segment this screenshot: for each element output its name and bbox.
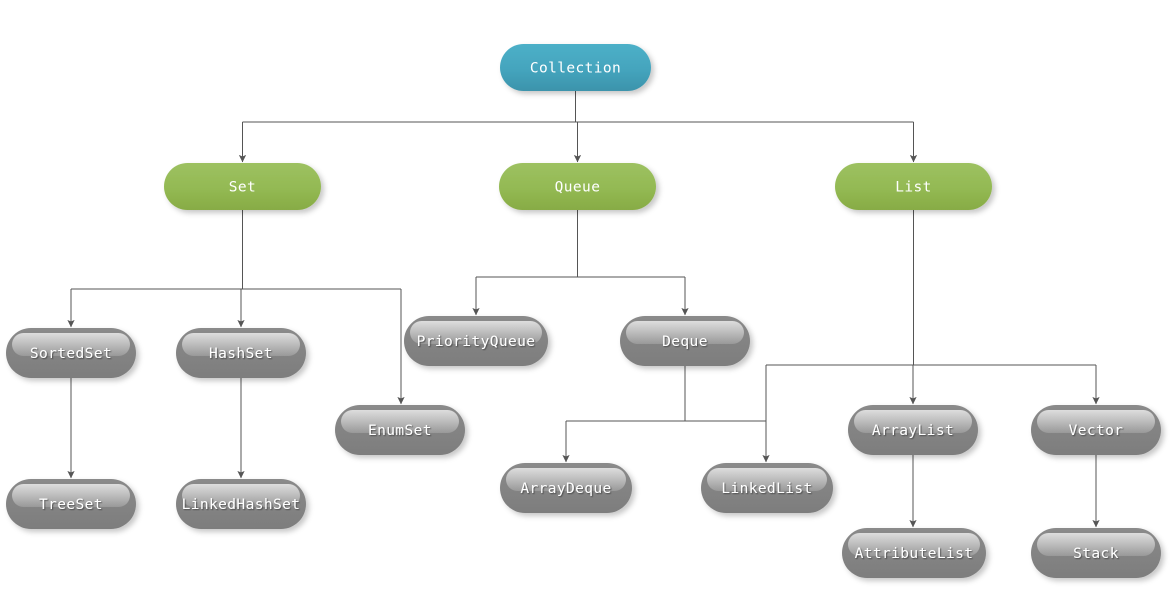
node-gloss [854, 410, 972, 433]
node-body [499, 163, 656, 210]
edge-layer [67, 91, 1100, 528]
node-body [835, 163, 992, 210]
node-body [164, 163, 321, 210]
node-stack[interactable]: Stack [1031, 528, 1161, 578]
node-label: HashSet [209, 346, 273, 362]
node-label: Collection [530, 61, 621, 77]
node-label: AttributeList [855, 546, 974, 562]
node-label: Set [229, 180, 256, 196]
node-gloss [12, 333, 130, 356]
node-treeset[interactable]: TreeSet [6, 479, 136, 529]
node-arraydeque[interactable]: ArrayDeque [500, 463, 632, 513]
node-list[interactable]: List [835, 163, 992, 210]
node-gloss [626, 321, 744, 344]
node-gloss [182, 484, 300, 507]
node-enumset[interactable]: EnumSet [335, 405, 465, 455]
node-label: Stack [1073, 546, 1119, 562]
node-set[interactable]: Set [164, 163, 321, 210]
node-label: PriorityQueue [417, 334, 536, 350]
node-attributelist[interactable]: AttributeList [842, 528, 986, 578]
node-linkedhashset[interactable]: LinkedHashSet [176, 479, 306, 529]
node-deque[interactable]: Deque [620, 316, 750, 366]
node-body [500, 44, 651, 91]
node-label: SortedSet [30, 346, 112, 362]
node-hashset[interactable]: HashSet [176, 328, 306, 378]
node-label: Deque [662, 334, 708, 350]
node-gloss [506, 468, 626, 491]
node-label: EnumSet [368, 423, 432, 439]
node-label: ArrayList [872, 423, 954, 439]
node-sortedset[interactable]: SortedSet [6, 328, 136, 378]
node-gloss [410, 321, 542, 344]
node-label: LinkedList [721, 481, 812, 497]
node-label: List [895, 180, 932, 196]
node-gloss [848, 533, 980, 556]
node-vector[interactable]: Vector [1031, 405, 1161, 455]
node-priorityqueue[interactable]: PriorityQueue [404, 316, 548, 366]
node-queue[interactable]: Queue [499, 163, 656, 210]
node-gloss [1037, 410, 1155, 433]
node-arraylist[interactable]: ArrayList [848, 405, 978, 455]
node-label: Queue [555, 180, 601, 196]
node-label: LinkedHashSet [182, 497, 301, 513]
node-gloss [707, 468, 827, 491]
node-gloss [182, 333, 300, 356]
node-label: Vector [1069, 423, 1124, 439]
node-label: ArrayDeque [520, 481, 611, 497]
node-label: TreeSet [39, 497, 103, 513]
node-gloss [12, 484, 130, 507]
node-collection[interactable]: Collection [500, 44, 651, 91]
node-linkedlist[interactable]: LinkedList [701, 463, 833, 513]
node-gloss [1037, 533, 1155, 556]
node-gloss [341, 410, 459, 433]
